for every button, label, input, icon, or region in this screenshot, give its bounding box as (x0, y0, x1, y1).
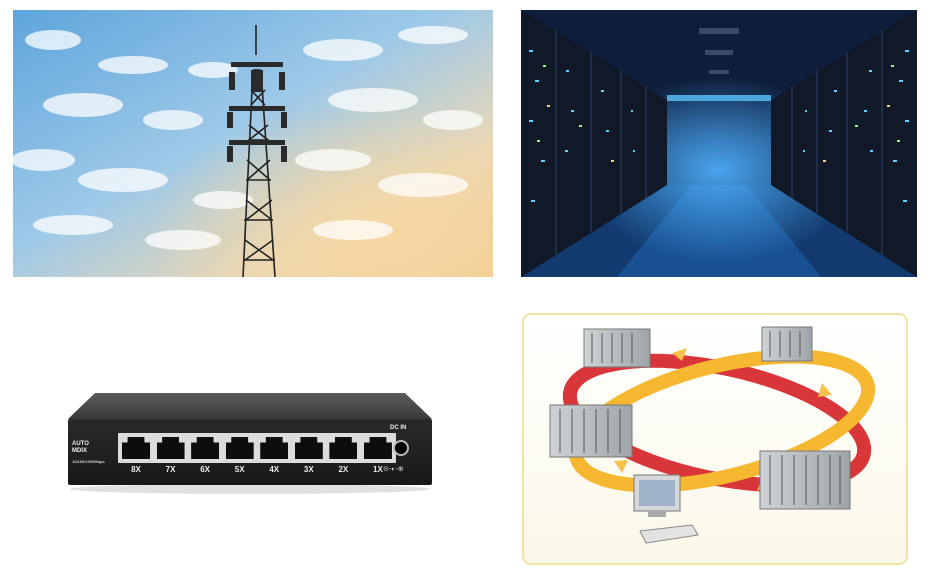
ethernet-port (294, 437, 323, 459)
data-center-photo (521, 10, 917, 277)
ethernet-port (156, 437, 185, 459)
dc-in-label: DC IN (390, 425, 407, 431)
port-label: 5X (234, 465, 245, 474)
power-polarity-icon: ⊝-◐-⊕ (383, 466, 404, 473)
port-label: 8X (131, 465, 141, 474)
auto-label: AUTO (72, 441, 89, 447)
speed-label: 10/100/1000Mbps (72, 459, 105, 464)
ethernet-port (191, 437, 220, 459)
ethernet-port (329, 437, 358, 459)
ethernet-port (260, 437, 289, 459)
port-label: 3X (303, 465, 314, 474)
ring-network-diagram (522, 313, 908, 565)
ethernet-port (225, 437, 254, 459)
dc-power-jack (393, 440, 409, 456)
port-label: 7X (165, 465, 176, 474)
ethernet-port (363, 437, 392, 459)
port-label-row: 8X 7X 6X 5X 4X 3X 2X 1X (122, 465, 392, 474)
port-label: 1X (373, 465, 383, 474)
auto-mdix-label: AUTO MDIX (72, 441, 120, 455)
ethernet-port (122, 437, 150, 459)
port-label: 2X (338, 465, 349, 474)
network-switch-photo: AUTO MDIX 10/100/1000Mbps 8X 7X 6X 5X 4X… (60, 385, 440, 495)
port-label: 6X (200, 465, 211, 474)
cell-tower-photo (13, 10, 493, 277)
ethernet-port-row (122, 437, 392, 459)
mdix-label: MDIX (72, 448, 87, 454)
port-label: 4X (269, 465, 280, 474)
